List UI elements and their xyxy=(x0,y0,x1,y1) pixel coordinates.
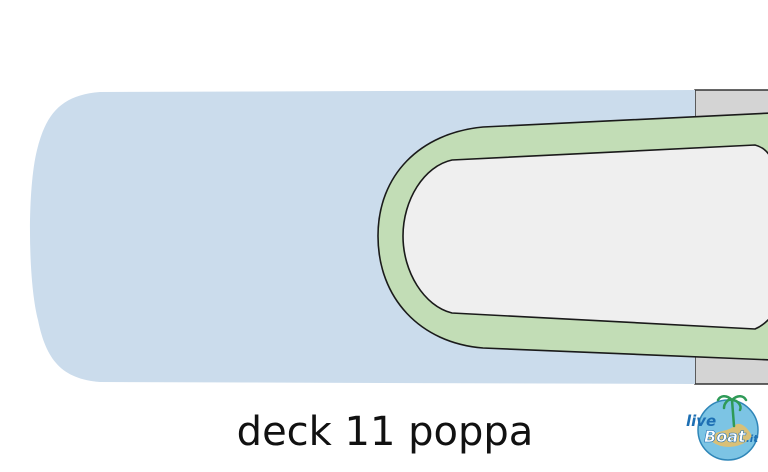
pool-basin xyxy=(402,144,768,330)
liveboat-logo: live Boat .it xyxy=(686,395,759,461)
palm-tree-icon xyxy=(716,395,748,428)
deck-caption: deck 11 poppa xyxy=(236,409,534,455)
logo-suffix: .it xyxy=(746,434,759,445)
logo-word-live: live xyxy=(686,412,716,430)
logo-word-boat: Boat xyxy=(704,427,747,446)
island-icon xyxy=(708,423,752,447)
